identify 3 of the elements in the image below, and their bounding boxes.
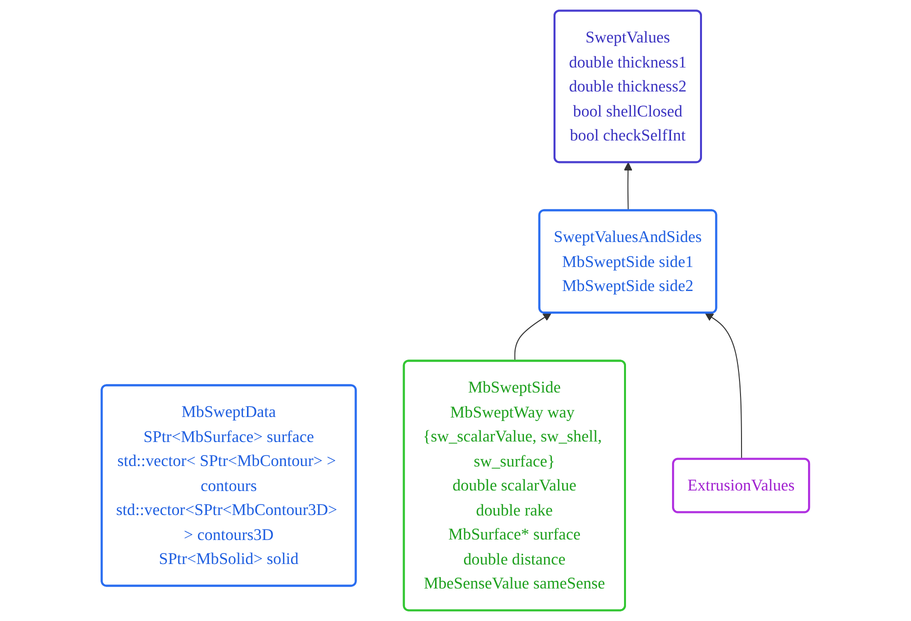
arrow [705,312,742,460]
arrow [624,162,632,212]
arrow [514,312,552,362]
